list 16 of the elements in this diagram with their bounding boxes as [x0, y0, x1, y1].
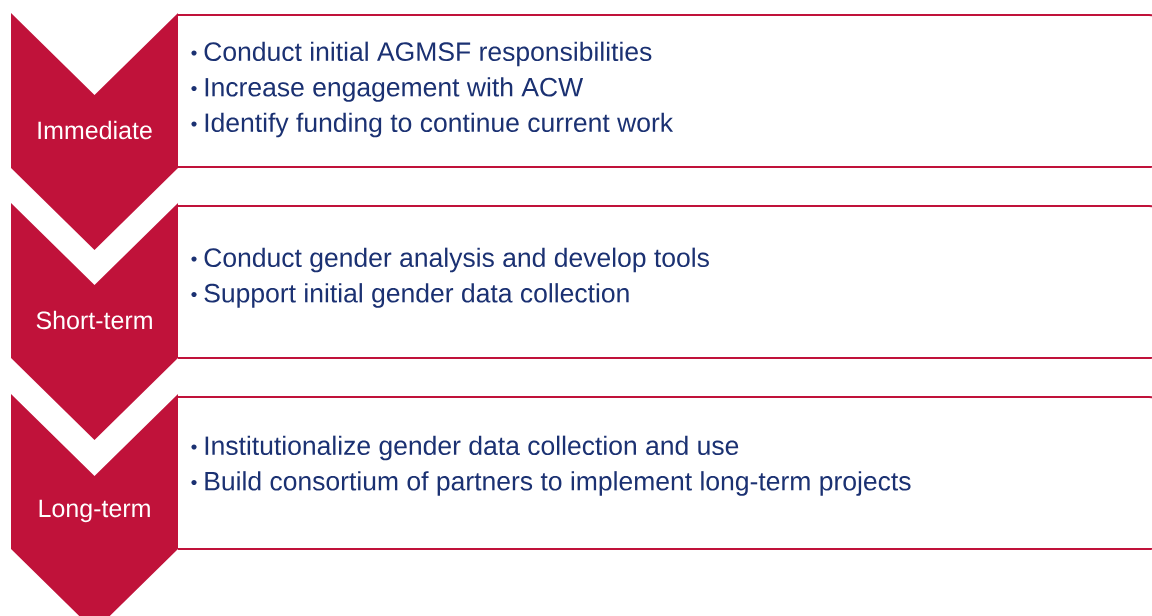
node-label: Immediate [38, 120, 152, 140]
step-box [177, 396, 1152, 550]
step-box [177, 14, 1152, 168]
stage-label-block: Long-term [11, 394, 178, 616]
stage-label-block: Short-term [11, 203, 178, 440]
bullet-item: Support initial gender data collection [191, 283, 629, 308]
node-label: Short-term [36, 310, 152, 330]
bullet-item: Conduct gender analysis and develop tools [191, 247, 709, 273]
step-box [177, 205, 1152, 359]
node-label: Long-term [39, 499, 150, 523]
bullet-item: Identify funding to continue current work [191, 112, 674, 138]
bullet-item: Build consortium of partners to implement long-term projects [191, 471, 911, 496]
stage-label-block: Immediate [11, 13, 178, 250]
bullet-item: Increase engagement with ACW [191, 77, 584, 102]
bullet-item: Conduct initial AGMSF responsibilities [191, 41, 652, 67]
bullet-item: Institutionalize gender data collection and use [191, 435, 739, 461]
